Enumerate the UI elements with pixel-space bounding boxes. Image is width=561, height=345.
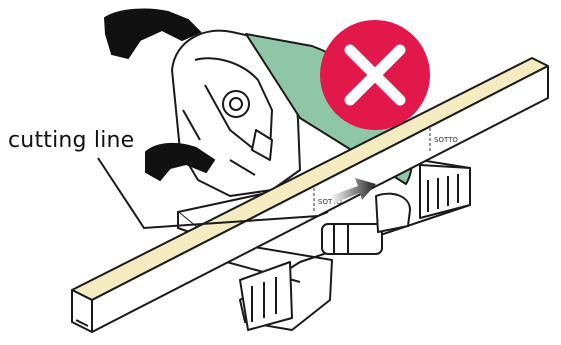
scale-mark-right-label: SOTTO <box>434 136 458 144</box>
cross-mark-icon <box>320 20 430 130</box>
cutting-line-label: cutting line <box>8 128 134 153</box>
